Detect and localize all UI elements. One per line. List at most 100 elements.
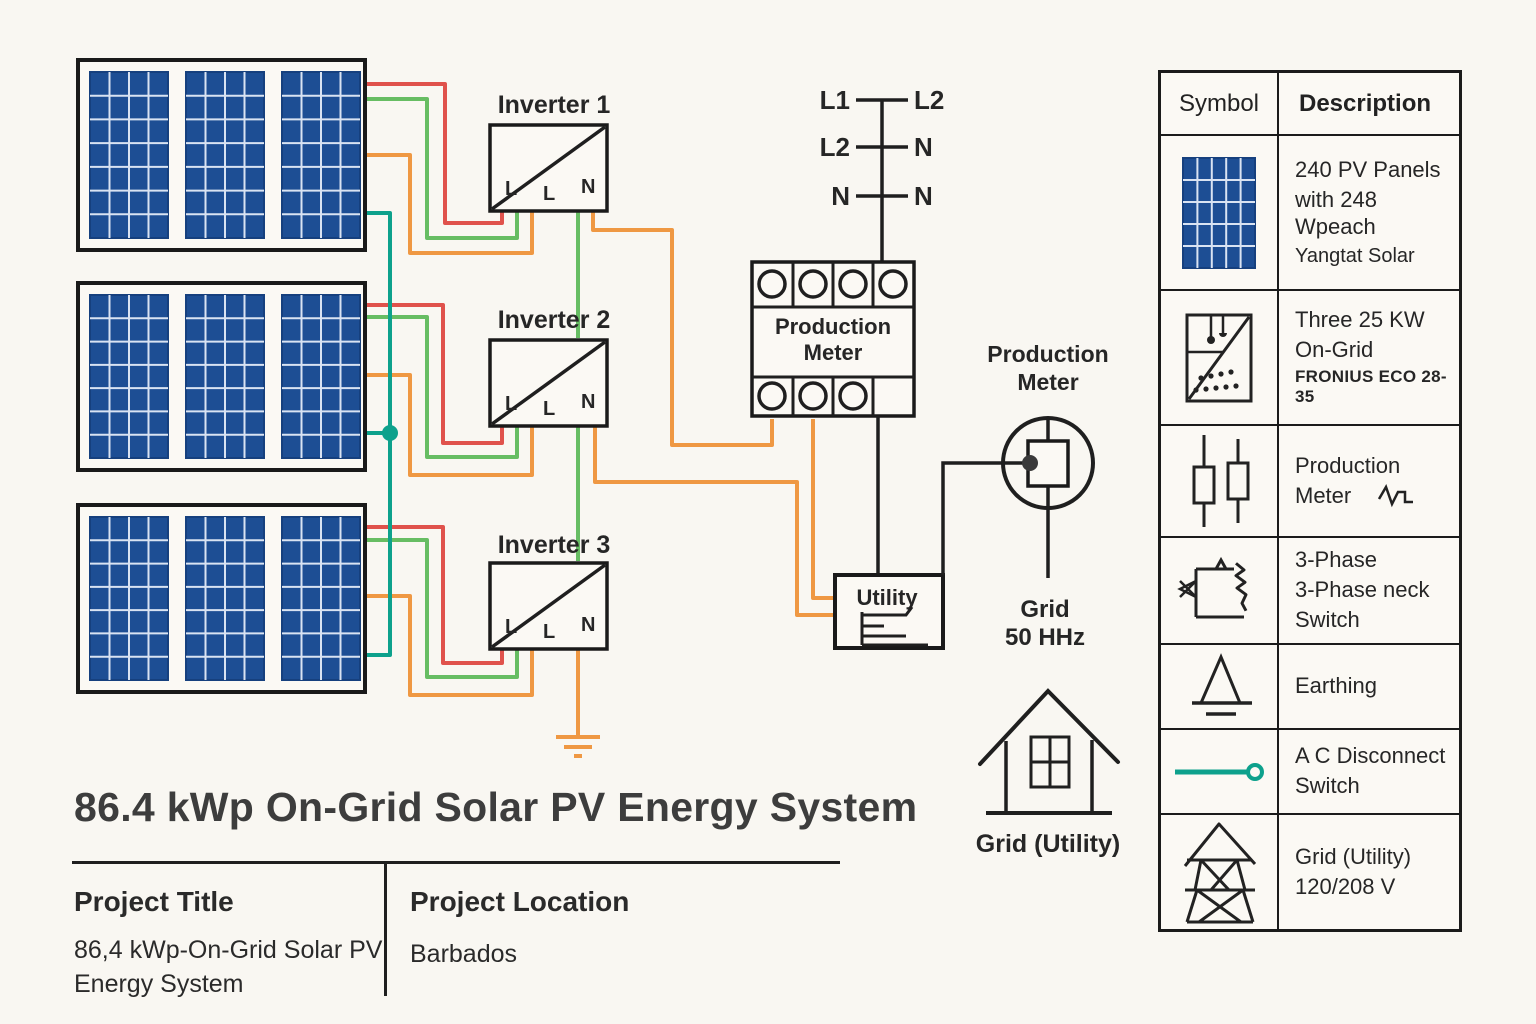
wire-orange-inv1-meter bbox=[591, 212, 774, 447]
pv-array-1 bbox=[76, 58, 367, 252]
inverter-1-terminal-l2: L bbox=[543, 183, 555, 205]
ladder-label-n-left: N bbox=[831, 181, 850, 211]
ac-disconnect-icon bbox=[1161, 730, 1279, 813]
utility-ground-symbol bbox=[860, 606, 928, 647]
legend-text: Meter bbox=[1295, 482, 1352, 508]
wire-orange-array2 bbox=[365, 373, 534, 477]
wire-red-array1 bbox=[365, 82, 504, 225]
legend-row-production-meter: Production Meter bbox=[1161, 424, 1459, 536]
ladder-label-n-mid: N bbox=[914, 132, 933, 162]
page-title: 86.4 kWp On-Grid Solar PV Energy System bbox=[74, 784, 918, 830]
black-junction-dot bbox=[1022, 455, 1038, 471]
ladder-label-l2-mid: L2 bbox=[820, 132, 850, 162]
earthing-icon bbox=[1161, 645, 1279, 728]
legend-row-three-phase: 3-Phase 3-Phase neck Switch bbox=[1161, 536, 1459, 643]
grid-label: Grid bbox=[1020, 596, 1069, 623]
utility-box: Utility bbox=[833, 573, 945, 650]
legend-row-inverter: Three 25 KW On-Grid FRONIUS ECO 28-35 bbox=[1161, 289, 1459, 424]
project-location-value: Barbados bbox=[410, 940, 518, 968]
project-title-value-line2: Energy System bbox=[74, 969, 244, 998]
pv-panel bbox=[185, 294, 265, 459]
house-roof-icon bbox=[978, 688, 1120, 766]
legend-text: 120/208 V bbox=[1295, 873, 1396, 899]
phase-ladder: L1 L2 L2 N N N bbox=[820, 85, 944, 262]
project-location-label: Project Location bbox=[410, 886, 630, 917]
pv-panel bbox=[89, 71, 169, 239]
wire-red-array3 bbox=[365, 525, 504, 665]
legend-header-row: Symbol Description bbox=[1161, 73, 1459, 134]
inverter-1-terminal-l1: L bbox=[505, 178, 517, 200]
legend-header-symbol: Symbol bbox=[1161, 73, 1279, 134]
legend-text: Three 25 KW bbox=[1295, 306, 1425, 332]
meter-terminal-top-4 bbox=[878, 269, 908, 299]
ac-disconnect-trunk-teal bbox=[365, 211, 398, 657]
pv-array-3 bbox=[76, 503, 367, 694]
legend-table: Symbol Description 240 PV Panels with 24… bbox=[1158, 70, 1462, 932]
legend-text: A C Disconnect bbox=[1295, 743, 1446, 769]
wire-green-array1 bbox=[365, 97, 519, 240]
meter-circle-node: Production Meter Grid 50 HHz bbox=[941, 341, 1109, 651]
legend-text: 3-Phase neck bbox=[1295, 577, 1430, 603]
production-meter-icon bbox=[1161, 426, 1279, 536]
three-phase-switch-icon bbox=[1161, 538, 1279, 643]
meter-box-label-line1: Production bbox=[775, 314, 891, 339]
meter-terminal-top-2 bbox=[798, 269, 828, 299]
inverter-2-terminal-l1: L bbox=[505, 393, 517, 415]
legend-text: Grid (Utility) bbox=[1295, 843, 1412, 869]
meter-circle-label-line1: Production bbox=[987, 341, 1108, 367]
grid-frequency: 50 HHz bbox=[1005, 624, 1085, 651]
inverter-icon bbox=[1161, 291, 1279, 424]
production-meter-box: Production Meter bbox=[750, 260, 916, 418]
inverter-3-label: Inverter 3 bbox=[498, 531, 611, 559]
inverter-1-label: Inverter 1 bbox=[498, 91, 611, 119]
project-title-value-line1: 86,4 kWp-On-Grid Solar PV bbox=[74, 936, 383, 964]
pv-panel-icon bbox=[1161, 136, 1279, 289]
inverter-1-diagonal bbox=[490, 125, 607, 211]
meter-terminal-bot-2 bbox=[798, 381, 828, 411]
teal-junction-dot bbox=[382, 425, 398, 441]
utility-label: Utility bbox=[856, 585, 918, 610]
wire-red-array2 bbox=[365, 303, 504, 445]
pv-panel bbox=[89, 294, 169, 459]
pv-panel bbox=[185, 516, 265, 681]
pv-panel bbox=[281, 71, 361, 239]
wire-orange-array3 bbox=[365, 594, 534, 697]
house-window-cross bbox=[1031, 737, 1069, 787]
ladder-label-n-right: N bbox=[914, 181, 933, 211]
meter-terminal-bot-3 bbox=[838, 381, 868, 411]
legend-text: 240 PV Panels bbox=[1295, 157, 1441, 183]
legend-text: On-Grid bbox=[1295, 336, 1374, 362]
meter-terminal-top-3 bbox=[838, 269, 868, 299]
house-walls bbox=[1004, 740, 1094, 813]
wire-green-array2 bbox=[365, 315, 519, 459]
inverter-2-terminal-l2: L bbox=[543, 398, 555, 420]
pv-panel bbox=[281, 294, 361, 459]
meter-circle-label-line2: Meter bbox=[1017, 369, 1078, 395]
project-title-value: 86,4 kWp-On-Grid Solar PV Energy System bbox=[74, 934, 384, 1002]
legend-text: FRONIUS ECO 28-35 bbox=[1295, 366, 1447, 407]
dc-wires-green bbox=[365, 97, 580, 679]
meter-bottom-dividers bbox=[791, 377, 875, 416]
grid-house: Grid (Utility) bbox=[976, 688, 1120, 858]
earthing-symbol bbox=[556, 735, 600, 758]
legend-text: Yangtat Solar bbox=[1295, 244, 1415, 267]
inverter-3-terminal-l2: L bbox=[543, 621, 555, 643]
inverter-3: Inverter 3 L L N bbox=[488, 531, 611, 651]
inverter-2-label: Inverter 2 bbox=[498, 306, 611, 334]
inverter-1-terminal-n: N bbox=[581, 176, 595, 198]
legend-text: 3-Phase bbox=[1295, 547, 1377, 573]
wire-orange-array1 bbox=[365, 153, 534, 255]
meter-terminal-top-1 bbox=[757, 269, 787, 299]
legend-text: with 248 Wpeach bbox=[1295, 186, 1377, 239]
inverter-1: Inverter 1 L L N bbox=[488, 91, 611, 213]
legend-text: Switch bbox=[1295, 773, 1360, 798]
inverter-2: Inverter 2 L L N bbox=[488, 306, 611, 428]
dc-wires-red bbox=[365, 82, 504, 665]
waveform-icon bbox=[1378, 483, 1414, 508]
pv-panel bbox=[281, 516, 361, 681]
wire-utility-meter-circle bbox=[941, 461, 1026, 575]
legend-row-grid-tower: Grid (Utility) 120/208 V bbox=[1161, 813, 1459, 929]
legend-row-earthing: Earthing bbox=[1161, 643, 1459, 728]
